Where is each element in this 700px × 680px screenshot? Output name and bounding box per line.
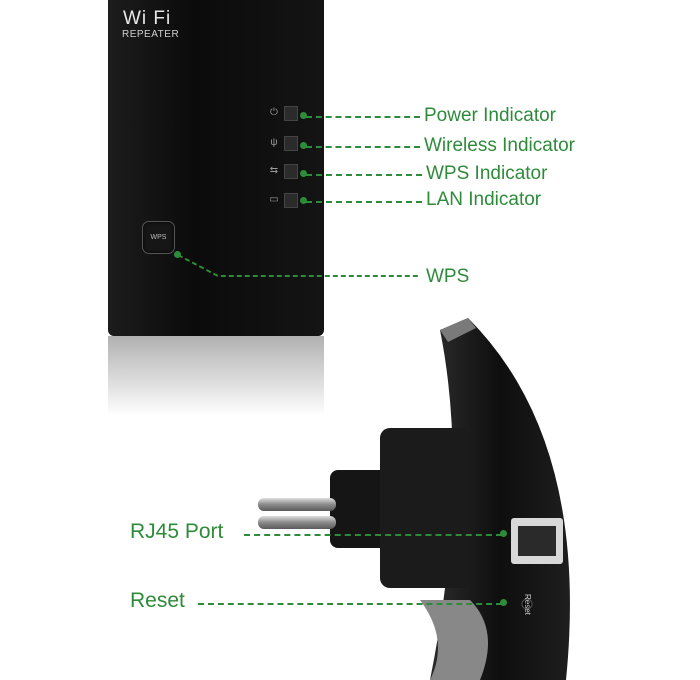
reset-leader	[198, 603, 502, 605]
device-reflection	[108, 336, 324, 416]
rj45-dot	[500, 530, 507, 537]
wireless-led	[284, 136, 298, 151]
lan-dot	[300, 197, 307, 204]
power-leader	[306, 116, 420, 118]
reset-side-label: Reset	[523, 594, 532, 615]
reset-dot	[500, 599, 507, 606]
wps-icon: ⇆	[269, 165, 279, 176]
wps-button[interactable]: WPS	[142, 221, 175, 254]
power-indicator-label: Power Indicator	[424, 105, 557, 126]
wireless-dot	[300, 142, 307, 149]
logo-subtitle: REPEATER	[122, 29, 180, 40]
wps-led	[284, 164, 298, 179]
power-dot	[300, 112, 307, 119]
rj45-leader	[244, 534, 502, 536]
lan-led	[284, 193, 298, 208]
wireless-indicator-label: Wireless Indicator	[424, 135, 575, 156]
wps-indicator-label: WPS Indicator	[426, 163, 548, 184]
lan-leader	[306, 201, 422, 203]
power-icon: ⏻	[270, 107, 278, 118]
wireless-icon: ψ	[270, 137, 278, 148]
reset-label: Reset	[130, 589, 185, 612]
wps-button-dot	[174, 251, 181, 258]
wps-button-label: WPS	[426, 266, 470, 287]
lan-icon: ▭	[269, 194, 279, 205]
rj45-port-label: RJ45 Port	[130, 520, 224, 543]
logo-wordmark: Wi Fi	[123, 8, 172, 29]
wps-indicator-leader	[306, 174, 422, 176]
power-led	[284, 106, 298, 121]
lan-indicator-label: LAN Indicator	[426, 189, 542, 210]
wireless-leader	[306, 146, 420, 148]
wps-indicator-dot	[300, 170, 307, 177]
